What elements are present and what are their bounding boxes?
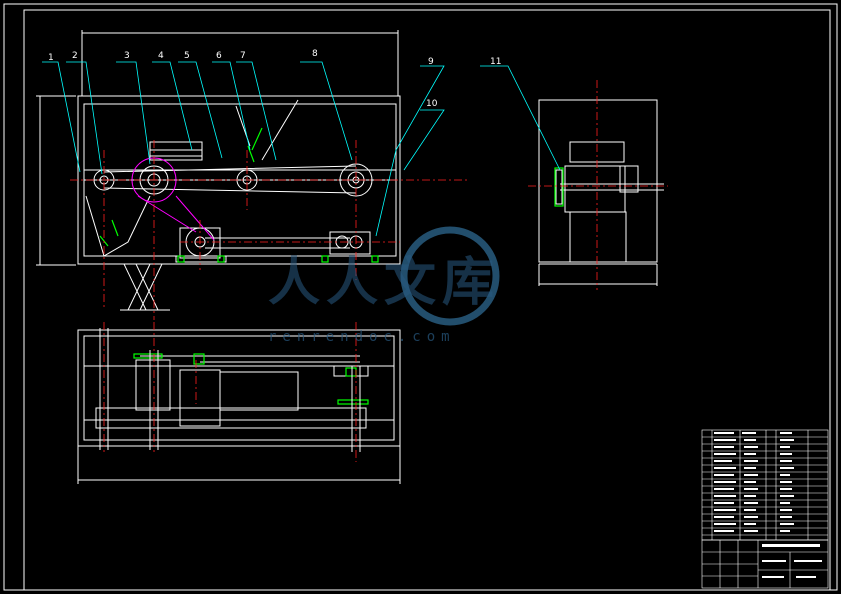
front-view — [36, 30, 401, 311]
part-label-2: 2 — [72, 51, 78, 61]
watermark-logo — [400, 226, 500, 326]
parts-list-cell-marks — [714, 432, 822, 578]
part-label-3: 3 — [124, 51, 130, 61]
inner-border — [23, 9, 831, 591]
leader-lines — [42, 61, 561, 237]
center-lines-side — [528, 80, 668, 290]
part-label-7: 7 — [240, 51, 246, 61]
part-label-8: 8 — [312, 49, 318, 59]
part-label-4: 4 — [158, 51, 164, 61]
shafts-top — [99, 328, 361, 452]
part-label-11: 11 — [490, 57, 501, 67]
part-label-5: 5 — [184, 51, 190, 61]
part-label-1: 1 — [48, 53, 54, 63]
side-view — [538, 99, 664, 286]
top-green — [133, 353, 369, 405]
part-labels: 1 2 3 4 5 6 7 8 9 10 11 — [48, 49, 501, 109]
part-label-6: 6 — [216, 51, 222, 61]
center-lines-top — [103, 322, 357, 462]
parts-list-table — [701, 429, 829, 589]
center-lines-front — [70, 140, 470, 320]
part-label-10: 10 — [426, 99, 438, 109]
part-label-9: 9 — [428, 57, 434, 67]
top-view — [77, 329, 401, 484]
